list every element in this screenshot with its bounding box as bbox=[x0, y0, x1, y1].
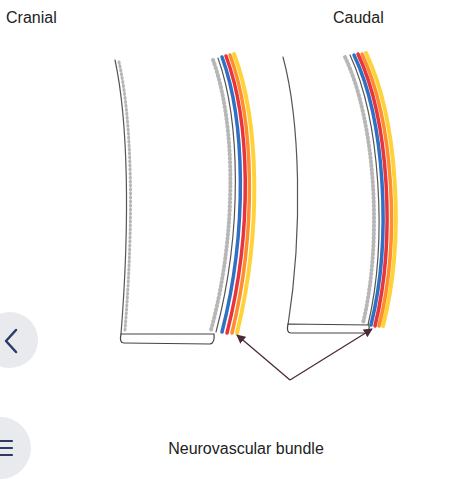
direction-label: Caudal bbox=[333, 8, 384, 28]
menu-button bbox=[0, 417, 31, 479]
vein-line bbox=[354, 55, 383, 325]
rib-edge bbox=[283, 57, 298, 325]
rib-shading bbox=[119, 62, 131, 330]
artery-line bbox=[226, 56, 245, 333]
rib-cranial bbox=[115, 54, 254, 344]
structure-label: Neurovascular bundle bbox=[168, 439, 324, 459]
leader-line bbox=[290, 329, 372, 380]
direction-label: Cranial bbox=[6, 8, 57, 28]
leader-arrows bbox=[237, 329, 372, 380]
leader-line bbox=[237, 335, 290, 380]
rib-end bbox=[287, 324, 369, 333]
rib-shading bbox=[211, 60, 230, 330]
rib-end bbox=[120, 334, 214, 344]
rib-caudal bbox=[283, 53, 396, 333]
back-button bbox=[0, 312, 38, 368]
vein-line bbox=[222, 57, 240, 332]
